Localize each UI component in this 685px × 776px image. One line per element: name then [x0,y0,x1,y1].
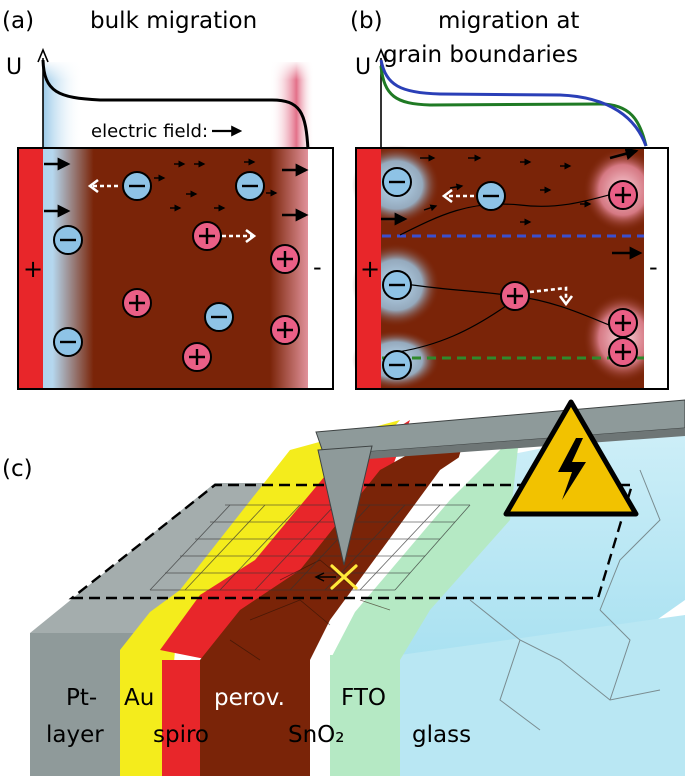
anion [122,171,152,201]
panel-a-frame [17,147,334,390]
afm-tip [317,445,373,566]
au-layer-label: Au [124,685,154,711]
small-field-arrow [449,183,464,191]
panel-b-ion-trajectory [399,191,621,236]
cation [608,337,638,367]
perovskite-layer-front [200,660,320,776]
panel-b-anion-migration-arrowhead [441,188,453,204]
panel-a-field-arrows [44,157,309,222]
cation [122,288,152,318]
anion [53,327,83,357]
panel-b-small-field-arrows [420,154,592,226]
panel-a-minus-sign: - [313,253,322,281]
panel-b: (b) migration at grain boundaries U + - [350,8,669,390]
panel-a-title: bulk migration [90,8,257,34]
panel-a-small-field-arrows [154,158,278,212]
panel-a-top-blue-fade [43,60,83,80]
panel-b-frame [355,147,669,390]
panel-a-potential-curve [41,59,310,151]
panel-b-negative-electrode [644,148,668,389]
perovskite-layer-top [200,420,470,660]
panel-b-axis-label: U [355,55,371,80]
anion [204,302,234,332]
panel-a-axis-label: U [6,55,22,80]
scan-direction-arrowhead [314,572,325,582]
panel-a-field-label: electric field: [91,121,208,142]
anion [476,181,506,211]
panel-a: (a) bulk migration U electric field: + - [2,8,334,390]
pt-layer-label: Pt- [66,685,97,711]
panel-a-plus-sign: + [23,255,43,283]
glass-cracks [469,469,661,731]
sno2-layer-front [310,660,335,776]
panel-a-cation-migration-arrowhead [245,228,257,244]
high-voltage-warning-icon [503,399,639,517]
perovskite-layer-label: perov. [214,685,285,711]
panel-a-anion-migration-arrowhead [87,178,99,194]
panel-b-axis-arrowhead [375,47,387,63]
afm-cantilever-arm-edge [324,428,685,462]
panel-b-label: (b) [350,8,383,34]
panel-b-field-arrows [381,147,643,260]
cation [270,315,300,345]
glass-front-face [400,615,685,776]
sno2-layer-top [310,430,500,660]
panel-a-positive-electrode [18,148,43,389]
panel-b-blue-potential-curve [379,59,648,147]
fto-layer-label: FTO [341,685,386,711]
panel-a-top-pink-fade [268,60,316,80]
panel-b-cation-migration-arrow [529,286,568,300]
au-layer-front [120,650,175,776]
panel-b-cation-migration-arrowhead [558,295,574,307]
scan-grid [149,504,471,591]
field-arrow [609,147,639,160]
anion [53,225,83,255]
panel-b-title-line1: migration at [438,8,579,34]
cation [270,244,300,274]
afm-cantilever-arm [315,399,685,456]
panel-b-green-potential-curve [379,65,648,147]
panel-b-minus-sign: - [649,253,658,281]
panel-c-label: (c) [2,456,33,482]
panel-b-positive-electrode [356,148,381,389]
cation [500,281,530,311]
spiro-layer-label: spiro [153,722,209,748]
panel-a-negative-electrode [308,148,333,389]
glass-layer-label: glass [412,722,471,748]
panel-a-label: (a) [2,8,34,34]
fto-layer-top [330,430,520,660]
scan-region-outline [68,483,634,600]
tip-contact-marker [330,564,358,590]
pt-layer-label-line2: layer [46,722,104,748]
anion [235,171,265,201]
panel-c: (c) [2,399,685,776]
panel-a-axis-arrowhead [37,47,49,63]
panel-b-plus-sign: + [360,255,380,283]
anion [382,270,412,300]
anion [382,350,412,380]
cation [182,342,212,372]
panel-a-anions [53,171,265,357]
anion [382,167,412,197]
cation [192,221,222,251]
panel-b-title-line2: grain boundaries [383,42,578,68]
small-field-arrow [423,204,438,212]
sno2-layer-label: SnO₂ [288,722,345,748]
cation [608,308,638,338]
panel-b-anions [382,167,506,380]
panel-a-cations [122,221,300,372]
fto-layer-front [330,655,400,776]
cation [608,180,638,210]
spiro-layer-front [162,660,210,776]
panel-b-cations [500,180,638,367]
